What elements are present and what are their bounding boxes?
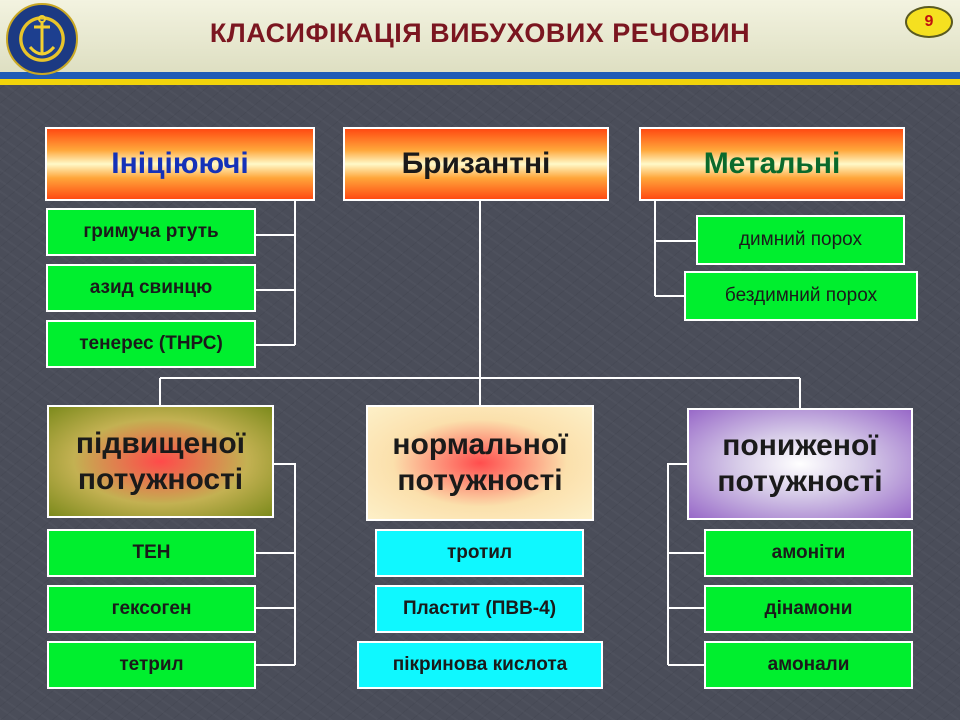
normal-power-item: тротил <box>375 529 584 577</box>
category-propellant-label: Метальні <box>703 147 841 180</box>
category-brisant: Бризантні <box>343 127 609 201</box>
high-power-item: ТЕН <box>47 529 256 577</box>
page-title: КЛАСИФІКАЦІЯ ВИБУХОВИХ РЕЧОВИН <box>209 18 751 48</box>
power-group-low: пониженої потужності <box>687 408 913 520</box>
category-initiating-label: Ініціюючі <box>111 147 249 180</box>
power-group-high: підвищеної потужності <box>47 405 274 518</box>
initiating-item: гримуча ртуть <box>46 208 256 256</box>
initiating-item: азид свинцю <box>46 264 256 312</box>
header-stripe-yellow <box>0 79 960 85</box>
normal-power-item: пікринова кислота <box>357 641 603 689</box>
high-power-item: гексоген <box>47 585 256 633</box>
category-initiating: Ініціюючі <box>45 127 315 201</box>
initiating-item: тенерес (ТНРС) <box>46 320 256 368</box>
high-power-item: тетрил <box>47 641 256 689</box>
category-brisant-label: Бризантні <box>401 147 551 180</box>
power-group-normal: нормальної потужності <box>366 405 594 521</box>
low-power-item: амоніти <box>704 529 913 577</box>
header-stripe-blue <box>0 72 960 79</box>
category-propellant: Метальні <box>639 127 905 201</box>
propellant-item: бездимний порох <box>684 271 918 321</box>
page-number-badge: 9 <box>905 6 953 38</box>
propellant-item: димний порох <box>696 215 905 265</box>
emblem-logo <box>6 3 78 75</box>
low-power-item: амонали <box>704 641 913 689</box>
low-power-item: дінамони <box>704 585 913 633</box>
anchor-icon <box>28 15 56 56</box>
normal-power-item: Пластит (ПВВ-4) <box>375 585 584 633</box>
header-bar <box>0 0 960 72</box>
